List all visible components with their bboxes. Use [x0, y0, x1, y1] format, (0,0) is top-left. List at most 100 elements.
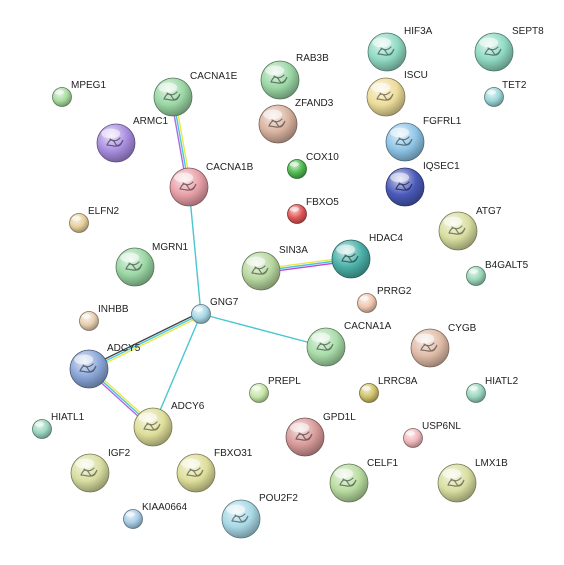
- node-highlight: [101, 128, 121, 139]
- node-label: SEPT8: [512, 26, 544, 37]
- node-mgrn1[interactable]: MGRN1: [115, 242, 189, 287]
- node-lmx1b[interactable]: LMX1B: [437, 458, 508, 503]
- edge-gng7-adcy5: [88, 313, 202, 370]
- protein-structure-icon: [484, 46, 502, 56]
- node-iscu[interactable]: ISCU: [366, 70, 428, 117]
- protein-structure-icon: [448, 225, 466, 235]
- node-label: FBXO31: [214, 448, 253, 459]
- node-kiaa0664[interactable]: KIAA0664: [123, 502, 188, 529]
- protein-structure-icon: [163, 91, 181, 101]
- node-inhbb[interactable]: INHBB: [79, 304, 129, 331]
- protein-structure-icon: [295, 431, 313, 441]
- node-label: ADCY5: [107, 343, 141, 354]
- node-highlight: [174, 172, 194, 183]
- protein-structure-icon: [376, 91, 394, 101]
- node-label: POU2F2: [259, 493, 298, 504]
- node-label: GPD1L: [323, 412, 356, 423]
- node-igf2[interactable]: IGF2: [70, 448, 131, 493]
- node-highlight: [265, 65, 285, 76]
- edge-gng7-adcy5: [87, 311, 201, 368]
- node-highlight: [468, 268, 479, 274]
- node-lrrc8a[interactable]: LRRC8A: [359, 376, 418, 403]
- node-highlight: [251, 385, 262, 391]
- node-highlight: [74, 354, 94, 365]
- protein-structure-icon: [270, 74, 288, 84]
- node-sin3a[interactable]: SIN3A: [241, 245, 308, 291]
- node-fbxo31[interactable]: FBXO31: [176, 448, 253, 493]
- node-gng7[interactable]: GNG7: [191, 297, 239, 324]
- node-label: LRRC8A: [378, 376, 418, 387]
- node-cacna1e[interactable]: CACNA1E: [153, 71, 238, 117]
- node-highlight: [120, 252, 140, 263]
- node-label: IGF2: [108, 448, 131, 459]
- protein-structure-icon: [179, 181, 197, 191]
- node-label: COX10: [306, 152, 339, 163]
- node-mpeg1[interactable]: MPEG1: [52, 80, 107, 107]
- node-label: ISCU: [404, 70, 428, 81]
- node-highlight: [359, 295, 370, 301]
- node-highlight: [71, 215, 82, 221]
- node-tet2[interactable]: TET2: [484, 80, 527, 107]
- node-sept8[interactable]: SEPT8: [474, 26, 544, 72]
- node-highlight: [486, 89, 497, 95]
- node-label: LMX1B: [475, 458, 508, 469]
- node-cacna1a[interactable]: CACNA1A: [306, 321, 392, 367]
- node-b4galt5[interactable]: B4GALT5: [466, 260, 529, 286]
- node-label: CELF1: [367, 458, 399, 469]
- node-adcy5[interactable]: ADCY5: [69, 343, 141, 389]
- protein-structure-icon: [186, 467, 204, 477]
- node-armc1[interactable]: ARMC1: [96, 116, 168, 163]
- node-prepl[interactable]: PREPL: [249, 376, 302, 403]
- edge-gng7-adcy5: [89, 315, 203, 372]
- node-highlight: [311, 332, 331, 343]
- protein-structure-icon: [80, 467, 98, 477]
- protein-structure-icon: [377, 46, 395, 56]
- node-label: ZFAND3: [295, 98, 334, 109]
- node-fbxo5[interactable]: FBXO5: [287, 197, 340, 224]
- node-hiatl2[interactable]: HIATL2: [466, 376, 519, 403]
- node-label: USP6NL: [422, 421, 461, 432]
- node-celf1[interactable]: CELF1: [329, 458, 399, 503]
- node-elfn2[interactable]: ELFN2: [69, 206, 120, 233]
- node-atg7[interactable]: ATG7: [438, 206, 502, 251]
- node-label: ADCY6: [171, 401, 205, 412]
- node-fgfrl1[interactable]: FGFRL1: [385, 116, 462, 162]
- node-label: KIAA0664: [142, 502, 187, 513]
- protein-structure-icon: [251, 265, 269, 275]
- node-highlight: [390, 172, 410, 183]
- node-highlight: [246, 256, 266, 267]
- node-cygb[interactable]: CYGB: [410, 323, 477, 368]
- node-label: CACNA1E: [190, 71, 238, 82]
- node-highlight: [138, 412, 158, 423]
- node-highlight: [34, 421, 45, 427]
- node-prrg2[interactable]: PRRG2: [357, 286, 412, 313]
- node-label: HIF3A: [404, 26, 433, 37]
- node-highlight: [54, 89, 65, 95]
- node-highlight: [290, 422, 310, 433]
- node-hif3a[interactable]: HIF3A: [367, 26, 433, 72]
- node-highlight: [158, 82, 178, 93]
- node-highlight: [405, 430, 416, 436]
- node-iqsec1[interactable]: IQSEC1: [385, 161, 460, 207]
- node-highlight: [125, 511, 136, 517]
- node-label: ARMC1: [133, 116, 168, 127]
- node-label: FBXO5: [306, 197, 339, 208]
- node-pou2f2[interactable]: POU2F2: [221, 493, 298, 539]
- node-adcy6[interactable]: ADCY6: [133, 401, 205, 447]
- node-highlight: [263, 109, 283, 120]
- node-rab3b[interactable]: RAB3B: [260, 53, 329, 100]
- node-cacna1b[interactable]: CACNA1B: [169, 162, 254, 207]
- node-zfand3[interactable]: ZFAND3: [258, 98, 334, 144]
- protein-structure-icon: [395, 136, 413, 146]
- node-gpd1l[interactable]: GPD1L: [285, 412, 356, 457]
- node-hdac4[interactable]: HDAC4: [331, 233, 403, 279]
- node-cox10[interactable]: COX10: [287, 152, 340, 179]
- node-label: IQSEC1: [423, 161, 460, 172]
- protein-structure-icon: [316, 341, 334, 351]
- node-highlight: [415, 333, 435, 344]
- node-label: MPEG1: [71, 80, 106, 91]
- node-usp6nl[interactable]: USP6NL: [403, 421, 462, 448]
- node-hiatl1[interactable]: HIATL1: [32, 412, 85, 439]
